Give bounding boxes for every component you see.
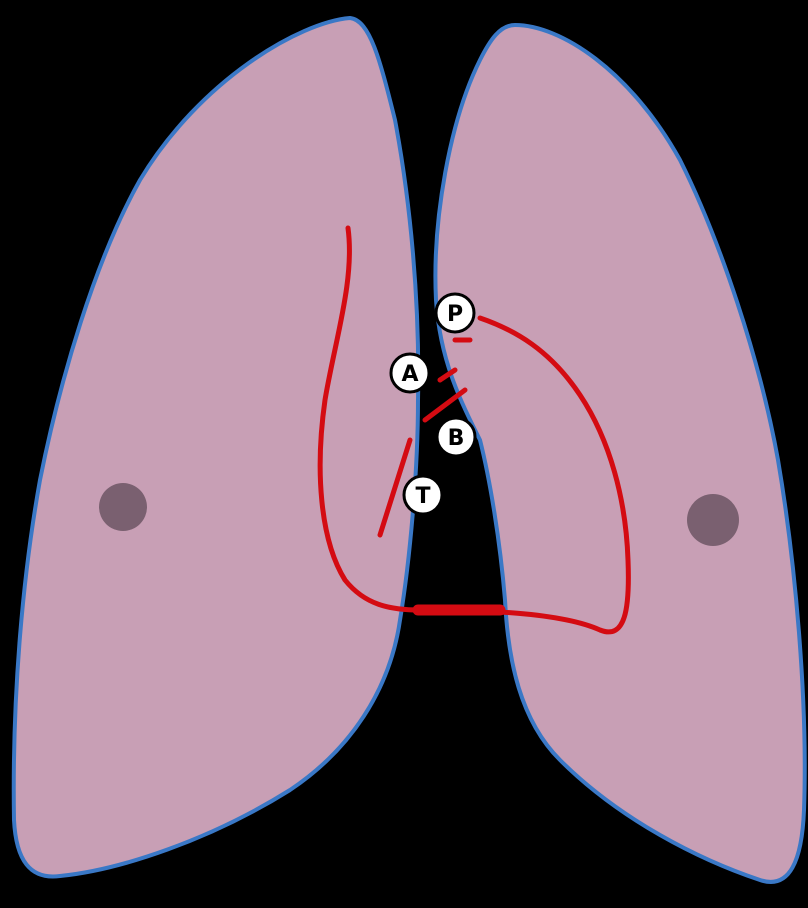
left-lung — [0, 0, 420, 908]
right-lymph-node-icon — [687, 494, 739, 546]
marker-p: P — [436, 294, 474, 332]
left-lymph-node-icon — [99, 483, 147, 531]
marker-b-label: B — [448, 426, 465, 451]
marker-a-label: A — [401, 362, 418, 387]
marker-t-label: T — [415, 484, 430, 509]
red-path-ab — [425, 390, 465, 420]
marker-a: A — [391, 354, 429, 392]
marker-b: B — [437, 418, 475, 456]
right-lung — [430, 0, 808, 908]
marker-t: T — [404, 476, 442, 514]
marker-p-label: P — [447, 302, 463, 327]
